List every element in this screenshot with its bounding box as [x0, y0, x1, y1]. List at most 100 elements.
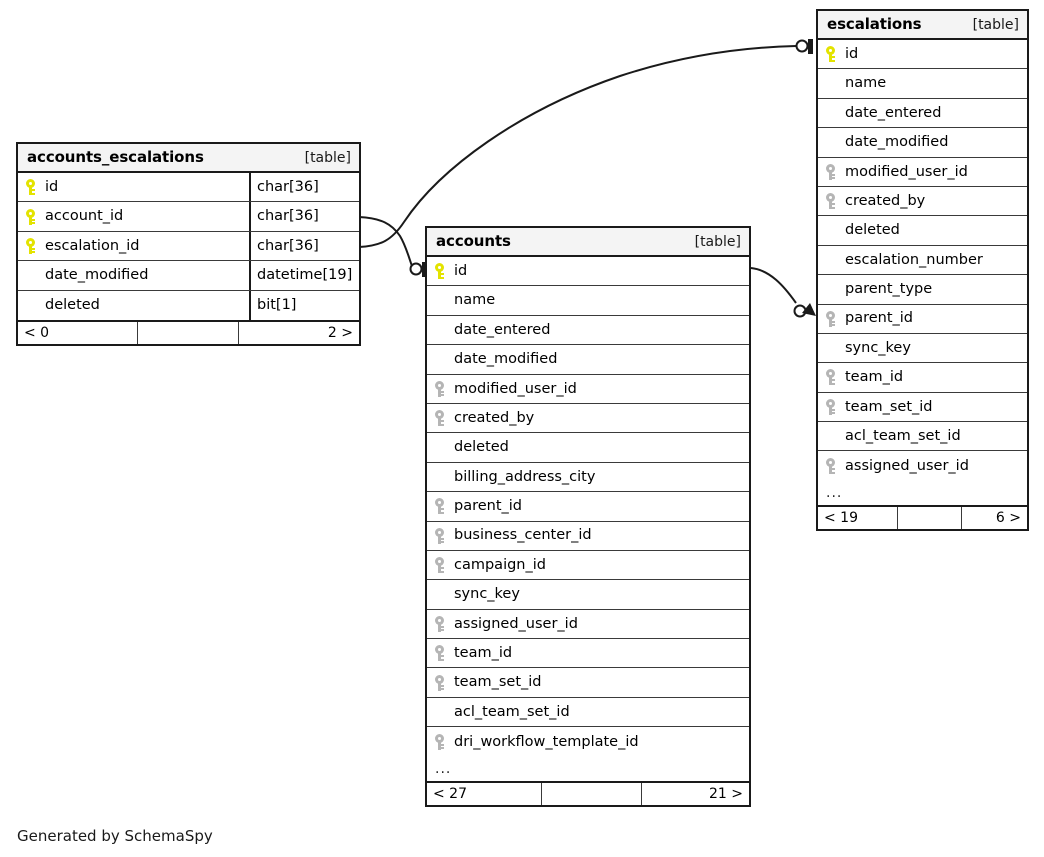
edge-accounts-id-to-escalations-parent-id [750, 267, 816, 318]
table-row[interactable]: created_by [427, 404, 749, 434]
column-name-cell: deleted [427, 433, 749, 461]
column-name-cell: deleted [18, 291, 249, 320]
foreign-key-icon [435, 498, 454, 515]
table-row[interactable]: id [427, 257, 749, 287]
table-row[interactable]: account_id char[36] [18, 202, 359, 232]
column-name-cell: team_set_id [818, 393, 1027, 421]
table-row[interactable]: name [818, 69, 1027, 99]
column-list: id char[36] account_id char[36] escalati… [18, 173, 359, 320]
table-row[interactable]: team_id [818, 363, 1027, 393]
table-row[interactable]: created_by [818, 187, 1027, 217]
column-name-cell: dri_workflow_template_id [427, 727, 749, 756]
table-row[interactable]: parent_id [427, 492, 749, 522]
table-row[interactable]: assigned_user_id [818, 451, 1027, 480]
footer-parents-count[interactable]: < 19 [818, 506, 898, 529]
footer-middle [898, 506, 962, 529]
column-label: created_by [845, 192, 926, 209]
table-row[interactable]: id char[36] [18, 173, 359, 203]
column-label: team_id [845, 369, 904, 386]
foreign-key-icon [826, 458, 845, 475]
footer-middle [542, 782, 642, 805]
table-row[interactable]: name [427, 286, 749, 316]
foreign-key-icon [435, 733, 454, 750]
table-row[interactable]: date_modified datetime[19] [18, 261, 359, 291]
column-name-cell: modified_user_id [818, 158, 1027, 186]
column-name-cell: created_by [818, 187, 1027, 215]
column-label: account_id [45, 208, 124, 225]
column-name-cell: team_id [427, 639, 749, 667]
table-row[interactable]: team_id [427, 639, 749, 669]
table-row[interactable]: id [818, 40, 1027, 70]
foreign-key-icon [435, 380, 454, 397]
table-row[interactable]: team_set_id [427, 668, 749, 698]
column-name-cell: deleted [818, 216, 1027, 244]
table-row[interactable]: sync_key [427, 580, 749, 610]
column-type: datetime[19] [249, 261, 359, 290]
primary-key-icon [26, 237, 45, 254]
foreign-key-icon [435, 410, 454, 427]
more-columns-indicator: ... [435, 760, 452, 777]
table-row[interactable]: sync_key [818, 334, 1027, 364]
column-name-cell: escalation_id [18, 232, 249, 260]
table-footer: < 19 6 > [818, 504, 1027, 529]
column-name-cell: created_by [427, 404, 749, 432]
table-row[interactable]: team_set_id [818, 393, 1027, 423]
foreign-key-icon [826, 398, 845, 415]
column-type: char[36] [249, 231, 359, 261]
foreign-key-icon [826, 193, 845, 210]
table-row[interactable]: escalation_number [818, 246, 1027, 276]
column-type: char[36] [249, 173, 359, 202]
footer-children-count[interactable]: 21 > [709, 785, 743, 802]
column-label: parent_type [845, 281, 933, 298]
table-row[interactable]: deleted [818, 216, 1027, 246]
column-name-cell: date_entered [427, 316, 749, 344]
table-row[interactable]: dri_workflow_template_id [427, 727, 749, 756]
table-row[interactable]: date_entered [818, 99, 1027, 129]
column-label: business_center_id [454, 527, 592, 544]
column-name-cell: acl_team_set_id [427, 698, 749, 726]
footer-parents-count[interactable]: < 0 [18, 321, 138, 344]
column-name-cell: assigned_user_id [818, 451, 1027, 480]
table-row[interactable]: escalation_id char[36] [18, 231, 359, 262]
column-label: parent_id [454, 498, 523, 515]
column-name-cell: name [427, 286, 749, 314]
column-label: parent_id [845, 310, 914, 327]
table-accounts_escalations[interactable]: accounts_escalations [table] id char[36]… [16, 142, 361, 346]
table-row[interactable]: billing_address_city [427, 463, 749, 493]
table-row[interactable]: deleted [427, 433, 749, 463]
column-name-cell: date_modified [818, 128, 1027, 156]
column-name-cell: id [18, 173, 249, 201]
column-name-cell: acl_team_set_id [818, 422, 1027, 450]
column-label: deleted [45, 297, 100, 313]
footer-children-count[interactable]: 2 > [327, 324, 353, 341]
table-row[interactable]: parent_id [818, 305, 1027, 334]
table-row[interactable]: modified_user_id [427, 375, 749, 404]
edge-account-id-to-accounts-id [358, 216, 427, 277]
column-label: created_by [454, 409, 535, 426]
table-row[interactable]: date_modified [818, 128, 1027, 158]
table-footer: < 0 2 > [18, 319, 359, 344]
column-label: deleted [454, 439, 509, 456]
table-row[interactable]: date_entered [427, 316, 749, 346]
column-name-cell: parent_id [818, 305, 1027, 333]
footer-children-count[interactable]: 6 > [995, 509, 1021, 526]
table-row[interactable]: assigned_user_id [427, 610, 749, 640]
column-label: id [45, 178, 59, 195]
column-label: dri_workflow_template_id [454, 733, 639, 750]
table-type-tag: [table] [972, 16, 1019, 33]
table-row[interactable]: business_center_id [427, 522, 749, 551]
table-row[interactable]: acl_team_set_id [818, 422, 1027, 452]
footer-parents-count[interactable]: < 27 [427, 782, 542, 805]
table-row[interactable]: modified_user_id [818, 158, 1027, 187]
column-label: acl_team_set_id [454, 703, 570, 720]
column-name-cell: assigned_user_id [427, 610, 749, 638]
table-row[interactable]: campaign_id [427, 551, 749, 581]
edge-escalation-id-to-escalations-id [358, 39, 813, 248]
column-label: date_modified [454, 351, 558, 368]
table-row[interactable]: deleted bit[1] [18, 290, 359, 320]
table-row[interactable]: date_modified [427, 345, 749, 375]
table-row[interactable]: acl_team_set_id [427, 698, 749, 728]
table-row[interactable]: parent_type [818, 275, 1027, 305]
